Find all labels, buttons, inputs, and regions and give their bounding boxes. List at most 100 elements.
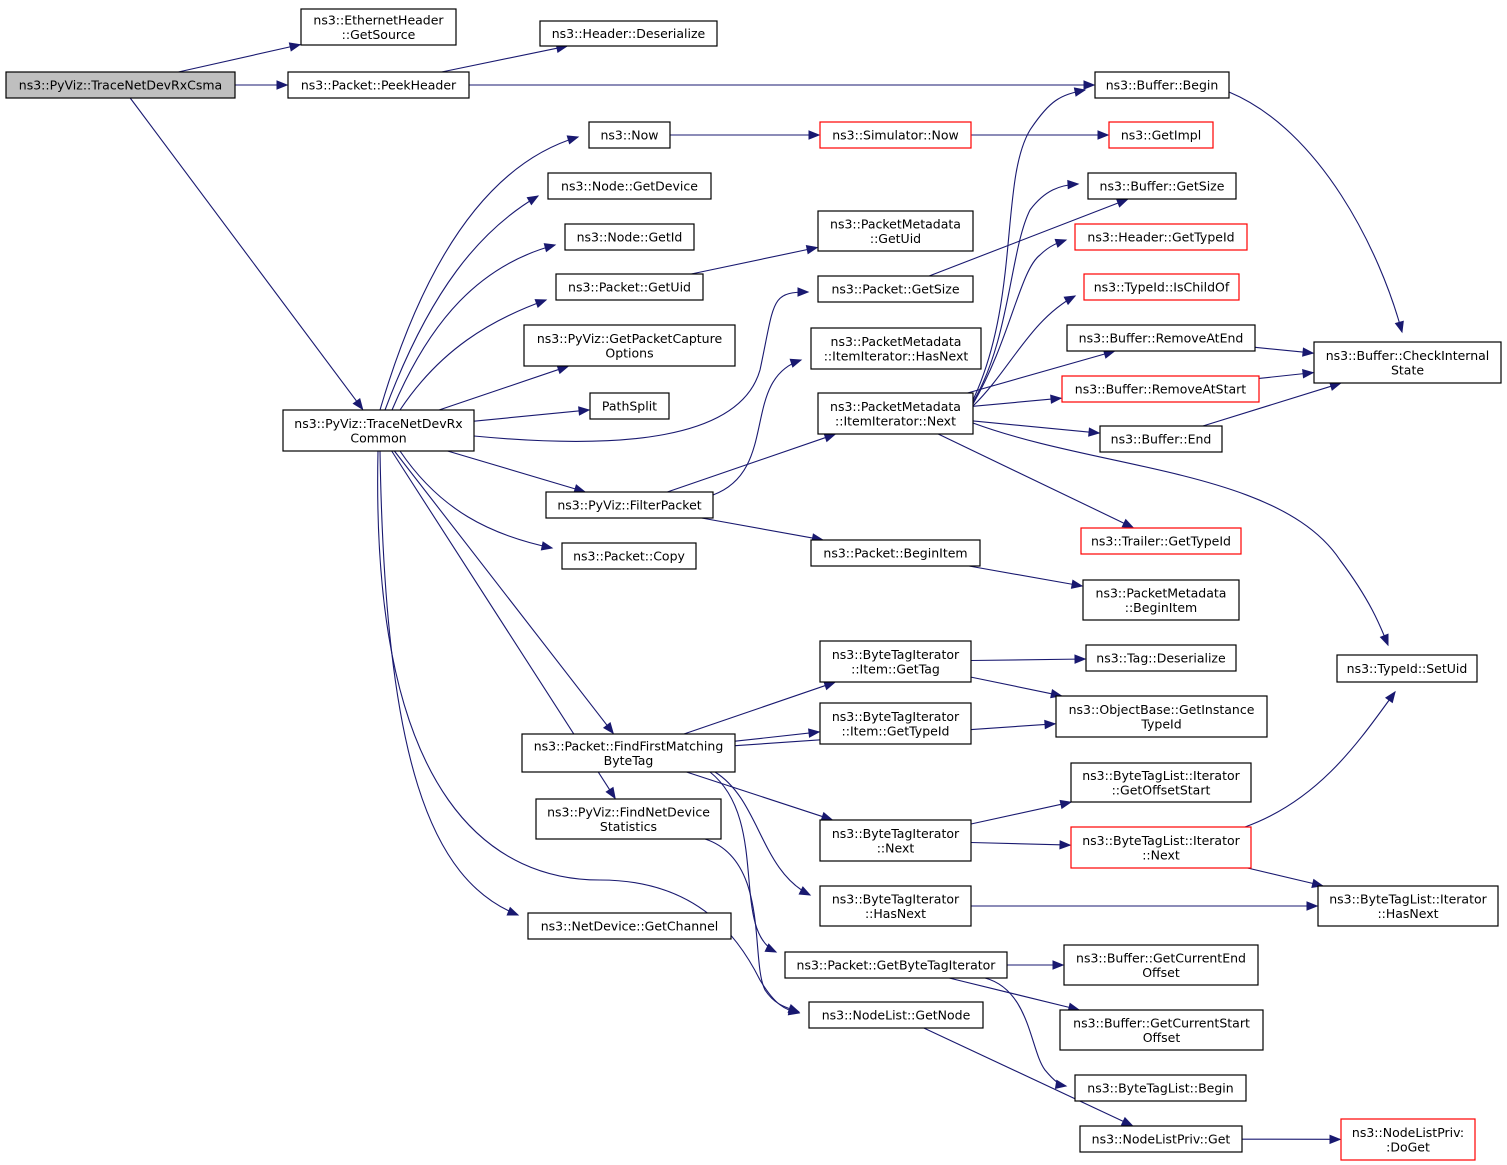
edge-trace-net-dev-rx-csma-to-eth-get-source: [178, 42, 302, 73]
node-bti-get-type-id[interactable]: ns3::ByteTagIterator::Item::GetTypeId: [819, 702, 972, 745]
node-begin-item[interactable]: ns3::Packet::BeginItem: [810, 539, 981, 567]
node-label: Options: [605, 345, 653, 360]
node-label: ::GetSource: [342, 27, 416, 42]
node-trailer-get-type-id[interactable]: ns3::Trailer::GetTypeId: [1080, 527, 1242, 555]
node-label: PathSplit: [602, 399, 657, 414]
node-filter-packet[interactable]: ns3::PyViz::FilterPacket: [545, 491, 714, 519]
node-label: ns3::Tag::Deserialize: [1096, 651, 1226, 666]
node-item-next[interactable]: ns3::PacketMetadata::ItemIterator::Next: [817, 392, 974, 435]
node-btl-iter-next[interactable]: ns3::ByteTagList::Iterator::Next: [1070, 826, 1252, 869]
node-buffer-end[interactable]: ns3::Buffer::End: [1099, 425, 1223, 453]
edge-item-next-to-remove-at-end: [967, 349, 1116, 394]
node-label: ns3::Buffer::Begin: [1106, 78, 1219, 93]
node-label: ns3::TypeId::IsChildOf: [1094, 280, 1230, 295]
node-btl-begin[interactable]: ns3::ByteTagList::Begin: [1074, 1074, 1247, 1102]
node-bti-has-next[interactable]: ns3::ByteTagIterator::HasNext: [819, 885, 972, 927]
node-node-list-priv-get[interactable]: ns3::NodeListPriv::Get: [1079, 1125, 1243, 1153]
node-bti-get-tag[interactable]: ns3::ByteTagIterator::Item::GetTag: [819, 640, 972, 683]
node-label: ns3::Packet::FindFirstMatching: [534, 738, 724, 753]
node-label: ns3::ByteTagList::Begin: [1087, 1081, 1233, 1096]
edge-node-list-get-node-to-node-list-priv-get: [923, 1027, 1134, 1127]
node-buffer-get-size[interactable]: ns3::Buffer::GetSize: [1087, 172, 1237, 200]
node-header-deserialize[interactable]: ns3::Header::Deserialize: [539, 20, 718, 47]
node-has-next-pm[interactable]: ns3::PacketMetadata::ItemIterator::HasNe…: [810, 327, 982, 370]
node-packet-get-uid[interactable]: ns3::Packet::GetUid: [555, 273, 704, 301]
node-label: ::Item::GetTypeId: [842, 723, 950, 738]
node-now[interactable]: ns3::Now: [588, 121, 671, 149]
edge-bti-has-next-to-btl-has-next: [971, 901, 1319, 911]
node-label: ::GetUid: [870, 231, 921, 246]
node-label: ns3::ByteTagIterator: [832, 647, 960, 662]
node-header-get-type-id[interactable]: ns3::Header::GetTypeId: [1074, 223, 1248, 251]
node-pm-begin-item[interactable]: ns3::PacketMetadata::BeginItem: [1082, 579, 1240, 621]
node-label: ns3::PyViz::TraceNetDevRxCsma: [19, 78, 222, 93]
node-label: Offset: [1142, 965, 1180, 980]
node-peek-header[interactable]: ns3::Packet::PeekHeader: [287, 71, 470, 99]
node-eth-get-source[interactable]: ns3::EthernetHeader::GetSource: [300, 8, 457, 46]
edge-remove-at-start-to-check-internal: [1258, 369, 1315, 379]
node-node-get-id[interactable]: ns3::Node::GetId: [564, 223, 695, 251]
node-do-get[interactable]: ns3::NodeListPriv::DoGet: [1340, 1118, 1476, 1161]
node-tag-deserialize[interactable]: ns3::Tag::Deserialize: [1085, 644, 1237, 672]
node-trace-net-dev-rx-csma[interactable]: ns3::PyViz::TraceNetDevRxCsma: [5, 71, 236, 99]
node-get-byte-tag-iterator[interactable]: ns3::Packet::GetByteTagIterator: [784, 951, 1008, 979]
edge-bti-next-to-get-offset-start: [970, 799, 1073, 825]
node-btl-has-next[interactable]: ns3::ByteTagList::Iterator::HasNext: [1317, 885, 1499, 927]
node-label: ns3::ObjectBase::GetInstance: [1069, 702, 1255, 717]
node-label: ns3::Packet::GetByteTagIterator: [797, 958, 997, 973]
node-label: ByteTag: [604, 753, 654, 768]
edge-trace-common-to-get-packet-capture: [438, 365, 570, 411]
node-label: ns3::ByteTagIterator: [832, 891, 960, 906]
node-sim-now[interactable]: ns3::Simulator::Now: [819, 121, 972, 149]
edge-item-next-to-is-child-of: [972, 295, 1077, 407]
node-label: ns3::NodeList::GetNode: [822, 1008, 971, 1023]
edge-item-next-to-set-uid: [972, 422, 1389, 647]
node-packet-get-size[interactable]: ns3::Packet::GetSize: [817, 275, 974, 303]
edge-get-byte-tag-iterator-to-btl-begin: [984, 977, 1068, 1089]
edge-item-next-to-buffer-begin: [972, 87, 1087, 401]
node-node-get-device[interactable]: ns3::Node::GetDevice: [547, 172, 712, 200]
edge-trace-common-to-node-get-device: [384, 195, 540, 411]
node-is-child-of[interactable]: ns3::TypeId::IsChildOf: [1083, 273, 1240, 301]
node-get-offset-start[interactable]: ns3::ByteTagList::Iterator::GetOffsetSta…: [1070, 762, 1252, 803]
node-node-list-get-node[interactable]: ns3::NodeList::GetNode: [808, 1001, 984, 1029]
node-label: ::Next: [877, 840, 915, 855]
node-get-channel[interactable]: ns3::NetDevice::GetChannel: [527, 912, 732, 940]
node-packet-copy[interactable]: ns3::Packet::Copy: [561, 542, 697, 570]
edge-find-first-matching-to-get-byte-tag-iterator: [709, 771, 778, 953]
node-path-split[interactable]: PathSplit: [589, 392, 670, 420]
edge-get-byte-tag-iterator-to-get-current-end-offset: [1007, 960, 1065, 970]
node-label: ns3::PacketMetadata: [830, 399, 961, 414]
edge-item-next-to-trailer-get-type-id: [937, 433, 1135, 529]
node-remove-at-start[interactable]: ns3::Buffer::RemoveAtStart: [1061, 375, 1260, 403]
node-label: ns3::Buffer::GetCurrentEnd: [1076, 950, 1246, 965]
edge-trace-common-to-find-first-matching: [393, 450, 614, 735]
edge-begin-item-to-pm-begin-item: [968, 565, 1084, 589]
edge-packet-get-uid-to-pm-get-uid: [691, 245, 819, 275]
edge-item-next-to-buffer-get-size: [972, 179, 1080, 403]
node-bti-next[interactable]: ns3::ByteTagIterator::Next: [819, 819, 972, 862]
node-get-impl[interactable]: ns3::GetImpl: [1108, 121, 1214, 149]
node-remove-at-end[interactable]: ns3::Buffer::RemoveAtEnd: [1066, 324, 1256, 352]
node-pm-get-uid[interactable]: ns3::PacketMetadata::GetUid: [817, 210, 974, 252]
edge-find-first-matching-to-bti-has-next: [714, 771, 812, 896]
node-label: ns3::TypeId::SetUid: [1347, 661, 1468, 676]
node-label: ns3::ByteTagList::Iterator: [1082, 768, 1240, 783]
edge-item-next-to-buffer-end: [972, 420, 1101, 437]
edge-peek-header-to-header-deserialize: [441, 43, 569, 73]
node-label: ns3::NetDevice::GetChannel: [541, 919, 719, 934]
node-label: ns3::NodeListPriv:: [1352, 1125, 1464, 1140]
node-set-uid[interactable]: ns3::TypeId::SetUid: [1336, 654, 1478, 683]
node-label: ::GetOffsetStart: [1112, 782, 1211, 797]
node-label: ns3::PyViz::FilterPacket: [557, 498, 701, 513]
node-buffer-begin[interactable]: ns3::Buffer::Begin: [1094, 71, 1230, 99]
node-label: ::ItemIterator::HasNext: [824, 348, 969, 363]
